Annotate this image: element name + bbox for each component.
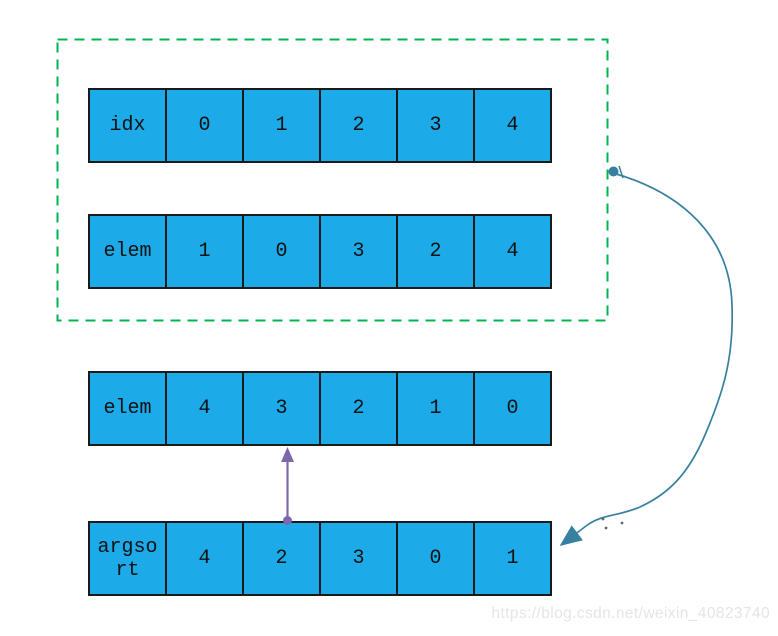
map-arrow-head-up-icon [281, 447, 294, 462]
stray-dot-icon [620, 521, 624, 525]
cell-value: 4 [506, 114, 519, 137]
array-cell: 2 [319, 88, 398, 163]
array-cell: 3 [319, 214, 398, 289]
array-cell: 2 [396, 214, 475, 289]
cell-value: 2 [275, 547, 288, 570]
cell-value: 2 [352, 397, 365, 420]
array-cell: 1 [473, 521, 552, 596]
array-cell: 0 [242, 214, 321, 289]
array-row-elem-sorted: elem 4 3 2 1 0 [88, 371, 552, 446]
array-row-idx: idx 0 1 2 3 4 [88, 88, 552, 163]
curve-start-tick-icon [618, 165, 624, 179]
row-label-text: elem [103, 240, 152, 263]
curve-start-dot-icon [608, 166, 619, 177]
cell-value: 1 [198, 240, 211, 263]
cell-value: 0 [506, 397, 519, 420]
array-cell: 2 [242, 521, 321, 596]
array-cell: 2 [319, 371, 398, 446]
stray-dot-icon [604, 526, 608, 530]
array-cell: 1 [396, 371, 475, 446]
cell-value: 1 [275, 114, 288, 137]
cell-value: 3 [275, 397, 288, 420]
cell-value: 1 [429, 397, 442, 420]
array-row-argsort: argso rt 4 2 3 0 1 [88, 521, 552, 596]
watermark: https://blog.csdn.net/weixin_40823740 [491, 605, 770, 622]
array-cell: 4 [473, 88, 552, 163]
cell-value: 2 [429, 240, 442, 263]
array-cell: 0 [165, 88, 244, 163]
row-label-text: elem [103, 397, 152, 420]
cell-value: 4 [198, 547, 211, 570]
stray-dot-icon [601, 517, 605, 521]
cell-value: 3 [429, 114, 442, 137]
array-row-elem-original: elem 1 0 3 2 4 [88, 214, 552, 289]
cell-value: 1 [506, 547, 519, 570]
cell-value: 2 [352, 114, 365, 137]
cell-value: 0 [275, 240, 288, 263]
array-cell: 0 [396, 521, 475, 596]
array-cell: 1 [165, 214, 244, 289]
array-cell: 3 [319, 521, 398, 596]
cell-value: 0 [429, 547, 442, 570]
array-cell: 0 [473, 371, 552, 446]
cell-value: 4 [198, 397, 211, 420]
array-cell: 4 [165, 371, 244, 446]
row-label-idx: idx [88, 88, 167, 163]
array-cell: 3 [242, 371, 321, 446]
curve-connector-arrow [559, 172, 734, 547]
row-label-argsort: argso rt [88, 521, 167, 596]
cell-value: 3 [352, 240, 365, 263]
row-label-elem: elem [88, 371, 167, 446]
row-label-text: idx [109, 114, 146, 137]
array-cell: 1 [242, 88, 321, 163]
array-cell: 4 [473, 214, 552, 289]
array-cell: 3 [396, 88, 475, 163]
array-cell: 4 [165, 521, 244, 596]
row-label-text: argso rt [97, 535, 158, 582]
cell-value: 3 [352, 547, 365, 570]
row-label-elem: elem [88, 214, 167, 289]
cell-value: 4 [506, 240, 519, 263]
cell-value: 0 [198, 114, 211, 137]
